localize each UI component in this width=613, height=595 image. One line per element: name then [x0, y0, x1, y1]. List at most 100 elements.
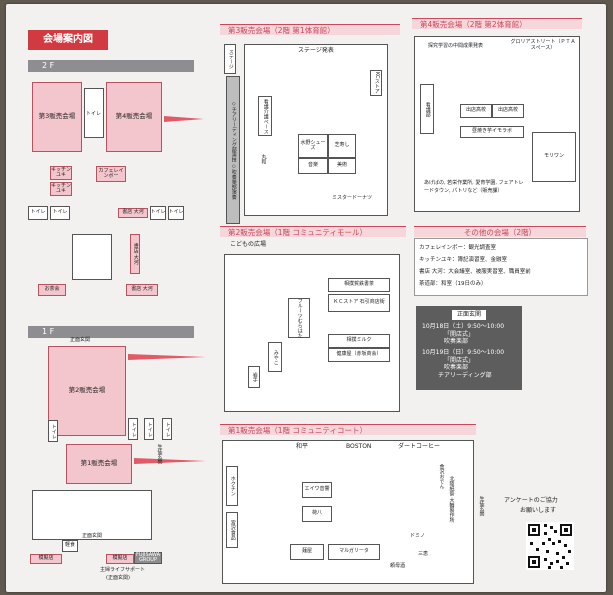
- kanazawa-oden: 金沢おでん: [438, 464, 445, 489]
- life-support-label: 主婦ライフサポート: [100, 567, 146, 573]
- fruit-murahata: フルーツむらはた: [288, 298, 310, 338]
- hall3-map: ステージ ◇チアリーディング部演技 ◇吹奏楽部演奏 ステージ発表 看護介護ベース…: [220, 36, 400, 224]
- floor-2f-label: 2 F: [28, 60, 194, 72]
- day1-time: 10月18日（土）9:50～10:00: [422, 323, 505, 330]
- toilet: トイレ: [48, 420, 58, 442]
- mizuno-shoes: 水野シューズ: [298, 134, 328, 158]
- qr-code-icon: [526, 522, 574, 570]
- inquiry-presentation: 探究学習の中間成果発表: [428, 43, 484, 49]
- shiba-zushi: 芝寿し: [328, 134, 356, 158]
- other-row: カフェレインボー：観光調査室: [419, 245, 497, 251]
- survey-line1: アンケートのご協力: [504, 497, 558, 504]
- day2-group2: チアリーディング部: [438, 372, 492, 379]
- arrow-to-hall4: [164, 116, 204, 122]
- bookstore-taiga-1: 書店 大河: [118, 208, 148, 218]
- stage-presentation: ステージ発表: [298, 47, 334, 54]
- welfare-stalls: あげばの, 若栄作業所, 愛育学園, フェアトレードタウン, パトリなど（販売課…: [424, 180, 524, 194]
- toilet: トイレ: [28, 206, 48, 220]
- other-venues-header: その他の会場（2階）: [414, 226, 586, 237]
- survey-qr-code[interactable]: [526, 522, 574, 570]
- cafe-rainbow: カフェレインボー: [96, 166, 126, 182]
- tanomo-sake: 頼母酒: [390, 563, 406, 569]
- day1-event: 「開店式」: [444, 331, 475, 338]
- maruwa-label: 丸和: [260, 154, 267, 164]
- fujisawa-group: FUJISAWA GROUP: [134, 551, 162, 564]
- hokuriku-seisakusho: 北陸紙祭 大輪製作所: [448, 476, 455, 523]
- kc-store: KCストア: [370, 70, 382, 96]
- toilet: トイレ: [162, 418, 172, 440]
- day1-group: 吹奏楽部: [444, 338, 469, 345]
- art-booth: 美術: [328, 158, 356, 174]
- sumo-milk: 相撲ミルク: [328, 334, 390, 348]
- day2-event: 「開店式」: [444, 357, 475, 364]
- entrance-label: 正面玄関: [70, 337, 91, 343]
- toilet: トイレ: [144, 418, 154, 440]
- domino: ドミノ: [410, 533, 426, 539]
- imo-lab: 昼焼き芋イモラボ: [460, 126, 524, 138]
- mister-donut: ミスタードーナツ: [332, 195, 373, 201]
- overview-1f-map: 正面玄関 第2販売会場 トイレ トイレ トイレ トイレ 第1販売会場 生徒玄関 …: [26, 337, 216, 590]
- performance-banner: ◇チアリーディング部演技 ◇吹奏楽部演奏: [226, 76, 240, 224]
- toilet-label: トイレ: [86, 111, 102, 117]
- miyazawa-foods: 宮沢食品: [226, 512, 238, 548]
- miyakko: みやこ: [268, 342, 282, 372]
- tobu-booth: 相撲賀鉄書茶: [328, 278, 390, 292]
- overview-hall4: 第4販売会場: [106, 82, 162, 152]
- toilet: トイレ: [128, 418, 138, 440]
- sankei: 三恵: [418, 551, 429, 557]
- kenko-ya: 健康屋（赤坂商会）: [328, 348, 390, 362]
- snack-stall: 軽食: [62, 540, 78, 552]
- bookstore-taiga-2: 書店 大河: [130, 234, 140, 274]
- life-support-sub: (正面玄関): [106, 575, 130, 581]
- arrow-to-hall1: [134, 458, 206, 464]
- student-entrance-label: 生徒玄関: [156, 444, 163, 464]
- floor-1f-label: 1 F: [28, 326, 194, 338]
- kc-store-ishibiki: ＫＣストア 石引商店街: [328, 294, 390, 312]
- stall-highschool-2: 出店高校: [492, 104, 524, 118]
- toilet: トイレ: [150, 206, 166, 220]
- hall4-header: 第4販売会場（2階 第2体育館）: [412, 18, 582, 29]
- main-entrance-label: 正面玄関: [82, 533, 103, 539]
- stage: ステージ: [224, 44, 236, 74]
- overview-hall2: 第2販売会場: [48, 346, 126, 436]
- hall3-header: 第3販売会場（2階 第1体育館）: [220, 24, 400, 35]
- hall2-map: こどもの広場 フルーツむらはた みやこ 岩手 相撲賀鉄書茶 ＫＣストア 石引商店…: [220, 238, 406, 414]
- other-row: 書店 大河：大会議室、被服実習室、職員室前: [419, 269, 531, 275]
- boston: BOSTON: [346, 443, 372, 450]
- overview-hall1: 第1販売会場: [66, 444, 132, 484]
- eiwa-onkyo: エイワ音響: [302, 482, 332, 498]
- sign-title: 正面玄関: [452, 310, 486, 320]
- overview-2f-map: 第3販売会場 第4販売会場 トイレ キッチンユキ キッチンユキ カフェレインボー…: [26, 74, 204, 304]
- moriwan: モリワン: [532, 132, 576, 182]
- other-row: 茶道部：和室（19日のみ）: [419, 281, 487, 287]
- hall1-map: 和平 BOSTON ダートコーヒー ホクチン 宮沢食品 エイワ音響 荷八 ドミノ…: [220, 436, 485, 586]
- building-block: [32, 490, 152, 540]
- hall1-header: 第1販売会場（1階 コミュニティコート）: [220, 424, 476, 435]
- stall-highschool-1: 出店高校: [460, 104, 492, 118]
- toilet: トイレ: [50, 206, 70, 220]
- page-title: 会場案内図: [28, 30, 108, 50]
- venue-map-page: 会場案内図 2 F 第3販売会場 第4販売会場 トイレ キッチンユキ キッチンユ…: [6, 4, 606, 592]
- hall4-floor: [414, 36, 580, 212]
- entrance-ceremony-sign: 正面玄関 10月18日（土）9:50～10:00 「開店式」 吹奏楽部 10月1…: [416, 306, 522, 390]
- iwate: 岩手: [248, 366, 260, 388]
- student-entrance: 生徒玄関: [478, 496, 485, 516]
- hall1-floor: [222, 440, 474, 584]
- stairwell: [72, 234, 112, 280]
- overview-hall3: 第3販売会場: [32, 82, 82, 152]
- kitchen-yuki-1: キッチンユキ: [50, 166, 72, 180]
- other-venues-table: カフェレインボー：観光調査室 キッチンユキ：簿記演習室、金融室 書店 大河：大会…: [414, 238, 588, 296]
- survey-line2: お願いします: [520, 507, 557, 514]
- wahira: 和平: [296, 443, 309, 450]
- mock-shop-2: 模擬店: [106, 554, 134, 564]
- tea-ceremony: お茶会: [38, 284, 66, 296]
- hall2-header: 第2販売会場（1階 コミュニティモール）: [220, 226, 406, 237]
- corridor-block: [84, 88, 104, 138]
- nursing-base: 看護介護ベース: [258, 96, 272, 136]
- hokuchin: ホクチン: [226, 466, 238, 506]
- gloria-street: グロリアストリート（ＰＴＡスペース）: [510, 39, 576, 51]
- bookstore-taiga-3: 書店 大河: [126, 284, 158, 296]
- hall4-map: 探究学習の中間成果発表 グロリアストリート（ＰＴＡスペース） 看護部 出店高校 …: [412, 32, 582, 214]
- kids-plaza: こどもの広場: [230, 241, 267, 248]
- kitchen-yuki-2: キッチンユキ: [50, 182, 72, 196]
